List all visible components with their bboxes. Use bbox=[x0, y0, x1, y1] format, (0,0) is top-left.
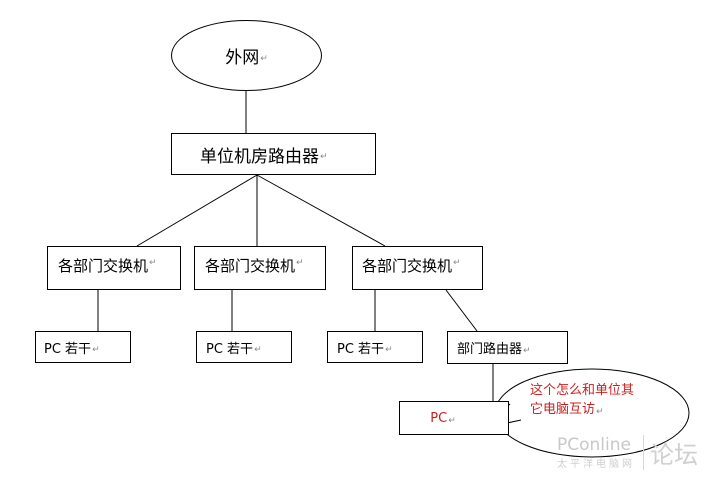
unit-router-label: 单位机房路由器 bbox=[200, 146, 319, 167]
pc-group-node-3: PC 若干↵ bbox=[327, 331, 423, 363]
callout-question: 这个怎么和单位其 它电脑互访↵ bbox=[530, 381, 634, 419]
callout-line-1: 这个怎么和单位其 bbox=[530, 383, 635, 398]
dept-switch-label: 各部门交换机 bbox=[362, 257, 453, 275]
paragraph-mark: ↵ bbox=[320, 152, 328, 162]
paragraph-mark: ↵ bbox=[453, 258, 461, 268]
dept-switch-label: 各部门交换机 bbox=[58, 257, 149, 275]
unit-router-node: 单位机房路由器↵ bbox=[171, 133, 376, 175]
paragraph-mark: ↵ bbox=[596, 407, 604, 417]
paragraph-mark: ↵ bbox=[523, 345, 531, 356]
callout-line-2: 它电脑互访 bbox=[530, 402, 596, 417]
internet-label: 外网 bbox=[225, 48, 260, 68]
watermark-forum: 论坛 bbox=[643, 435, 698, 470]
paragraph-mark: ↵ bbox=[254, 345, 262, 355]
pc-group-label: PC 若干 bbox=[337, 341, 385, 357]
dept-router-node: 部门路由器↵ bbox=[447, 331, 568, 364]
dept-switch-node-3: 各部门交换机↵ bbox=[352, 246, 483, 290]
pc-node: PC↵ bbox=[399, 401, 509, 435]
paragraph-mark: ↵ bbox=[92, 345, 100, 355]
paragraph-mark: ↵ bbox=[296, 258, 304, 268]
internet-node: 外网↵ bbox=[171, 20, 322, 91]
pc-label: PC bbox=[430, 410, 448, 426]
pc-group-node-2: PC 若干↵ bbox=[196, 331, 292, 363]
paragraph-mark: ↵ bbox=[260, 53, 268, 64]
pc-group-label: PC 若干 bbox=[44, 341, 92, 357]
paragraph-mark: ↵ bbox=[149, 258, 157, 268]
dept-switch-label: 各部门交换机 bbox=[205, 257, 296, 275]
dept-switch-node-1: 各部门交换机↵ bbox=[47, 246, 181, 290]
watermark-logo: PConline 太平洋电脑网 论坛 bbox=[557, 435, 698, 470]
dept-switch-node-2: 各部门交换机↵ bbox=[194, 246, 326, 290]
watermark-brand: PConline bbox=[557, 435, 631, 455]
watermark-brand-block: PConline 太平洋电脑网 bbox=[557, 435, 635, 470]
watermark-brand-sub: 太平洋电脑网 bbox=[557, 459, 635, 470]
pc-group-label: PC 若干 bbox=[206, 341, 254, 357]
paragraph-mark: ↵ bbox=[385, 345, 393, 355]
pc-group-node-1: PC 若干↵ bbox=[35, 331, 131, 363]
paragraph-mark: ↵ bbox=[448, 416, 456, 426]
dept-router-label: 部门路由器 bbox=[457, 342, 523, 357]
